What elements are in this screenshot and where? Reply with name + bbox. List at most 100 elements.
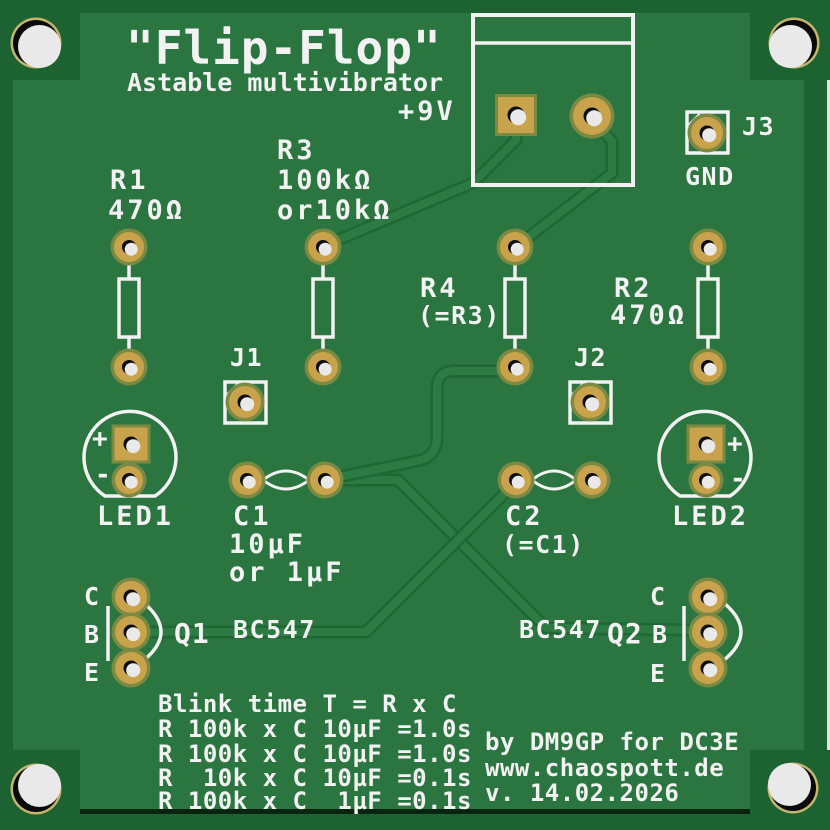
led1-outline — [82, 409, 178, 498]
blink-table-title: Blink time T = R x C — [158, 690, 457, 718]
label-c1-value: 10µF — [229, 529, 306, 560]
label-j1: J1 — [230, 343, 263, 372]
pad-hole — [240, 397, 255, 412]
edge-right-highlight — [827, 0, 830, 830]
pad-power-2 — [569, 93, 615, 139]
q2-pin-b: B — [652, 620, 669, 649]
pad-hole — [242, 475, 256, 489]
pad-hole — [585, 397, 600, 412]
power-label: +9V — [398, 96, 456, 127]
pad-hole — [702, 128, 717, 143]
credit-version: v. 14.02.2026 — [485, 779, 679, 807]
label-led2: LED2 — [672, 501, 749, 532]
q2-pin-c: C — [650, 582, 667, 611]
led2-minus-mark: - — [730, 464, 746, 494]
mount-hole-bore — [18, 25, 61, 68]
edge-left — [0, 0, 13, 830]
pad-q2-e — [688, 648, 728, 688]
q1-pin-c: C — [84, 582, 101, 611]
pad-r3-bottom — [304, 348, 342, 386]
q2-round-side — [717, 597, 743, 666]
pad-hole — [126, 439, 141, 454]
pad-r2-top — [689, 228, 727, 266]
pad-hole — [126, 627, 141, 642]
edge-bottom — [0, 814, 830, 830]
label-r2-value: 470Ω — [610, 300, 687, 331]
jumper-j1-outline — [223, 380, 268, 425]
label-r4-value: (=R3) — [418, 301, 501, 330]
pad-hole — [703, 627, 718, 642]
blink-table-row: R 100k x C 10µF =1.0s — [158, 740, 472, 768]
pad-hole — [318, 242, 332, 256]
pad-hole — [320, 475, 334, 489]
trace-c2-to-q1 — [144, 480, 518, 636]
trace-c1-to-q2 — [321, 476, 696, 634]
silkscreen-text: "Flip-Flop" Astable multivibrator +9V J3… — [84, 21, 775, 815]
mounting-holes-layer — [10, 17, 820, 815]
jumper-j3-outline — [685, 110, 730, 155]
edge-top — [0, 0, 830, 13]
pad-hole — [318, 362, 332, 376]
mounting-hole-bottom-left — [10, 763, 62, 815]
label-j3: J3 — [742, 112, 775, 141]
label-c1-name: C1 — [233, 501, 272, 532]
pad-hole — [703, 242, 717, 256]
pad-r4-top — [496, 228, 534, 266]
pad-hole — [510, 109, 527, 126]
mounting-hole-bottom-right — [767, 762, 819, 814]
label-q2-part: BC547 — [519, 615, 602, 644]
pad-hole — [510, 242, 524, 256]
pad-j1 — [225, 382, 265, 422]
pad-r1-bottom — [110, 348, 148, 386]
pads-layer — [110, 93, 728, 688]
label-j2: J2 — [574, 343, 607, 372]
credit-url: www.chaospott.de — [485, 754, 724, 782]
pad-hole — [124, 362, 138, 376]
edge-bottom-shadow — [0, 809, 830, 814]
q1-pin-e: E — [84, 658, 101, 687]
led2-plus-mark: + — [727, 429, 743, 459]
pad-hole — [703, 362, 717, 376]
label-q2-name: Q2 — [607, 617, 643, 650]
mount-hole-bore — [18, 764, 61, 807]
pad-power-1 — [495, 94, 537, 136]
blink-table-row: R 100k x C 10µF =1.0s — [158, 715, 472, 743]
label-q1-name: Q1 — [174, 617, 210, 650]
jumper-j2-outline — [568, 380, 613, 425]
mount-hole-bore — [768, 763, 811, 806]
pad-hole — [510, 362, 524, 376]
pad-led2-minus — [688, 462, 724, 498]
label-led1: LED1 — [97, 501, 174, 532]
pad-hole — [703, 663, 718, 678]
blink-table-row: R 100k x C 1µF =0.1s — [158, 787, 472, 815]
label-c1-alt: or 1µF — [229, 557, 345, 588]
pad-c2-left — [497, 461, 535, 499]
pad-q2-b — [688, 612, 728, 652]
pad-q2-c — [688, 577, 728, 617]
label-r4-name: R4 — [420, 273, 459, 304]
label-q1-part: BC547 — [233, 615, 316, 644]
pad-hole — [126, 592, 141, 607]
q1-pin-b: B — [84, 620, 101, 649]
led2-outline — [657, 409, 753, 498]
pad-q1-e — [111, 648, 151, 688]
label-r3-alt: or10kΩ — [277, 195, 393, 226]
pad-hole — [703, 592, 718, 607]
board-title: "Flip-Flop" — [126, 21, 442, 75]
led1-minus-mark: - — [95, 460, 111, 490]
pad-j2 — [570, 382, 610, 422]
pad-hole — [701, 439, 716, 454]
label-c2-name: C2 — [505, 501, 544, 532]
mounting-hole-top-right — [768, 17, 820, 69]
pad-hole — [701, 475, 715, 489]
label-gnd: GND — [685, 162, 735, 191]
pad-q1-b — [111, 612, 151, 652]
label-r2-name: R2 — [614, 273, 653, 304]
pad-hole — [511, 475, 525, 489]
pad-hole — [124, 475, 138, 489]
mounting-hole-top-left — [10, 17, 62, 69]
pad-r3-top — [304, 228, 342, 266]
blink-table-row: R 10k x C 10µF =0.1s — [158, 764, 472, 792]
